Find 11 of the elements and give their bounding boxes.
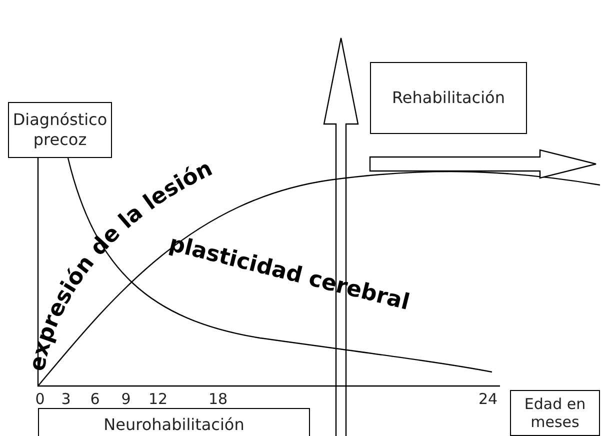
tick-label: 24 <box>478 392 498 407</box>
label-box: Neurohabilitación <box>38 408 310 436</box>
tick-label: 12 <box>148 392 168 407</box>
axis-title-box: Edad en meses <box>510 390 600 436</box>
tick-label: 6 <box>90 392 100 407</box>
label-box: Rehabilitación <box>370 62 527 134</box>
tick-label: 3 <box>61 392 71 407</box>
label-box: Diagnóstico precoz <box>8 102 112 158</box>
tick-label: 0 <box>35 392 45 407</box>
tick-label: 9 <box>121 392 131 407</box>
tick-label: 18 <box>208 392 228 407</box>
